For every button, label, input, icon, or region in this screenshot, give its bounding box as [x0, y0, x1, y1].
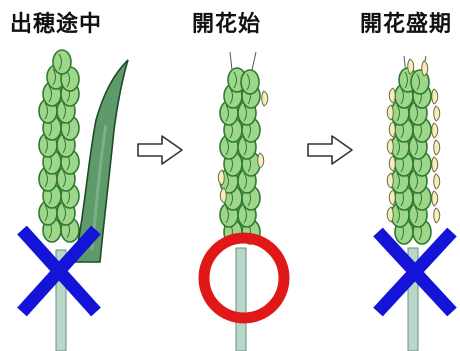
- wheat-ear-flowering-start: [204, 52, 284, 351]
- spike: [391, 68, 431, 244]
- spike: [220, 68, 260, 244]
- stem: [236, 248, 246, 351]
- wheat-ear-full-bloom: [378, 56, 452, 351]
- arrow-icon: [308, 136, 352, 164]
- spike: [39, 50, 79, 242]
- arrow-icon: [138, 136, 182, 164]
- wheat-ear-heading: [22, 50, 128, 351]
